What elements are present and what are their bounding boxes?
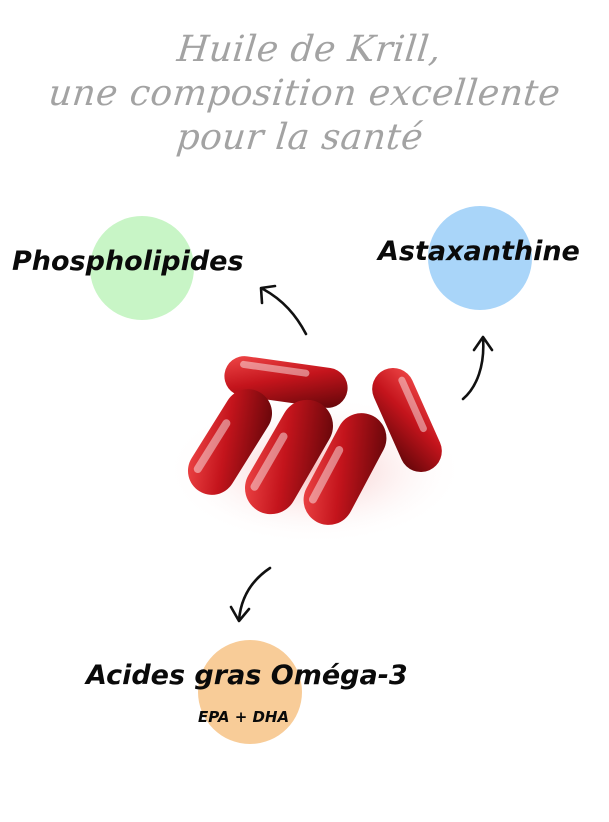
capsule — [372, 367, 442, 473]
arrow-to-astaxanthine-icon — [461, 335, 494, 401]
capsule — [187, 389, 273, 495]
epa-dha-label: EPA + DHA — [198, 708, 290, 726]
omega3-label: Acides gras Oméga-3 — [86, 660, 408, 691]
phospholipides-label: Phospholipides — [12, 246, 244, 277]
omega3-circle — [198, 640, 302, 744]
arrow-to-phospholipides-icon — [259, 284, 308, 336]
phospholipides-circle — [90, 216, 194, 320]
krill-oil-capsules-image — [165, 356, 465, 545]
astaxanthine-label: Astaxanthine — [378, 236, 580, 267]
arrow-to-omega3-icon — [229, 566, 272, 623]
astaxanthine-circle — [428, 206, 532, 310]
capsule — [245, 399, 333, 515]
capsule — [303, 413, 387, 525]
